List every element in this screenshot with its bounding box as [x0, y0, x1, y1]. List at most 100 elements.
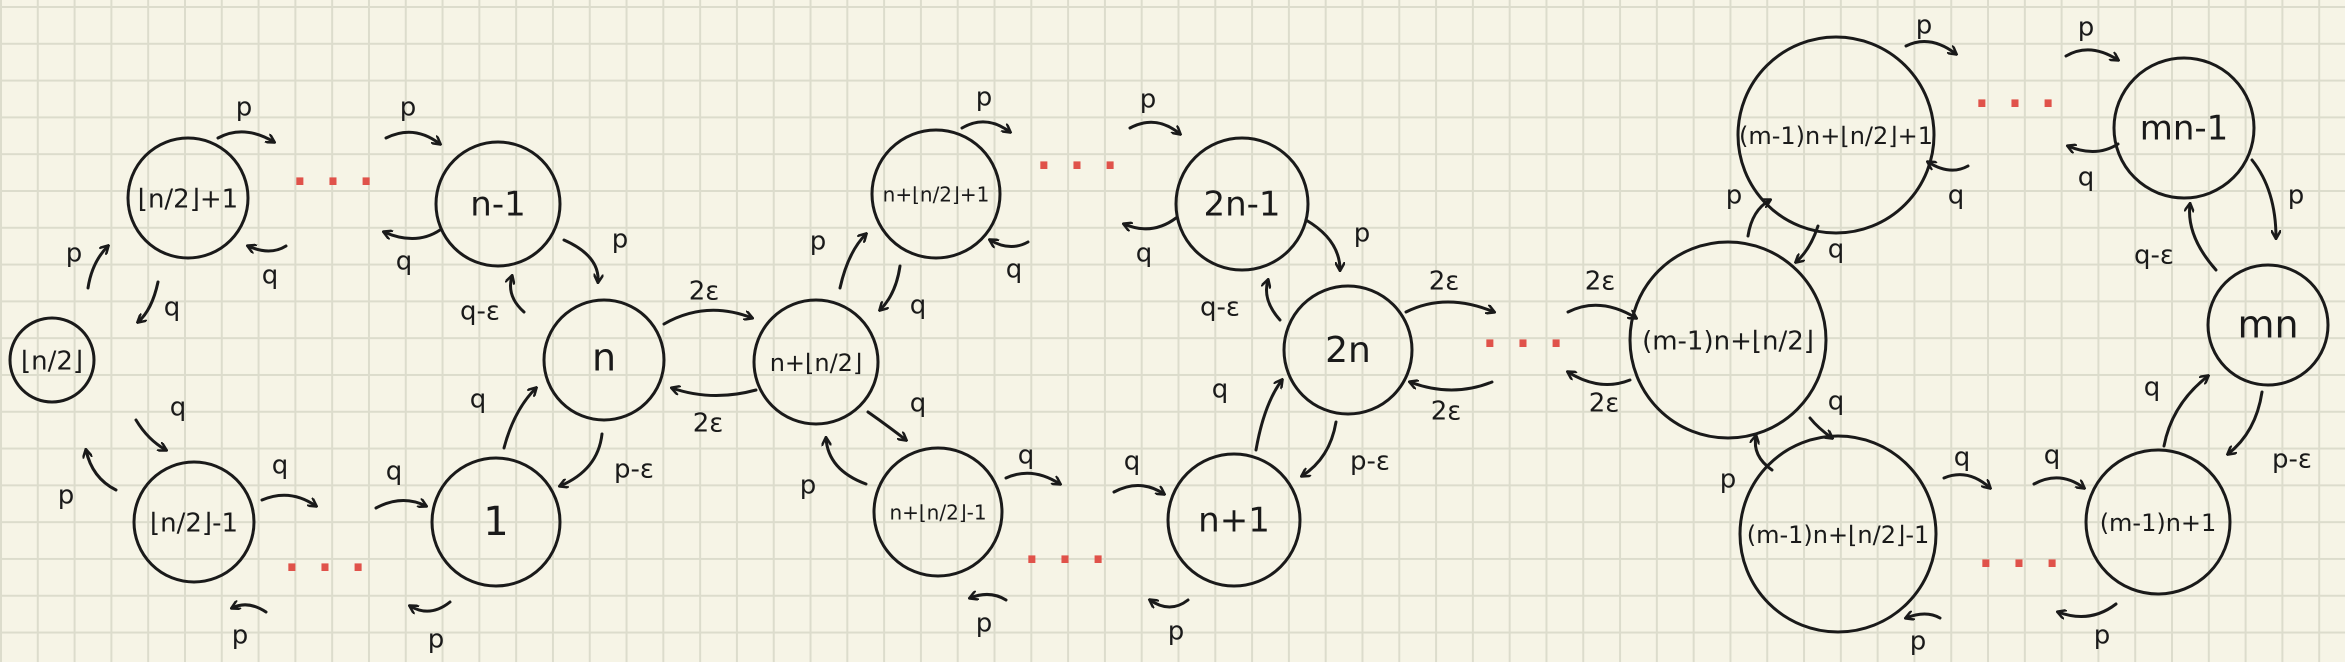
edge-label-2eps: 2ε [1585, 267, 1616, 297]
edge-label-2eps: 2ε [693, 409, 724, 439]
edge-n-to-n-minus-1 [511, 276, 526, 314]
svg-text:mn: mn [2237, 303, 2298, 347]
edge-p-into-2n-minus-1 [1128, 120, 1180, 134]
edge-m1plus1-p-out [1904, 40, 1956, 55]
edge-label-q-eps: q-ε [460, 297, 500, 327]
node-2n-minus-1: 2n-1 [1174, 136, 1310, 272]
edge-q-into-m1n-plus-1 [2032, 476, 2084, 488]
edge-label-q: q [910, 291, 927, 321]
edge-plus1-p-out [216, 130, 274, 142]
edge-label-p: p [976, 83, 993, 113]
edge-label-p: p [1910, 627, 1927, 657]
edge-label-q: q [1954, 443, 1971, 473]
edge-minus1-to-m1floor [1755, 436, 1774, 472]
edge-q-from-n-minus-1 [384, 228, 442, 240]
edge-minus1-p-in [232, 605, 268, 614]
edge-label-p: p [810, 227, 827, 257]
edge-label-p-eps: p-ε [614, 455, 654, 485]
svg-text:⌊n/2⌋-1: ⌊n/2⌋-1 [150, 509, 238, 539]
node-mn-minus-1: mn-1 [2112, 56, 2256, 200]
svg-text:⌊n/2⌋: ⌊n/2⌋ [21, 347, 83, 377]
svg-text:⌊n/2⌋+1: ⌊n/2⌋+1 [138, 185, 238, 215]
edge-label-2eps: 2ε [1431, 397, 1462, 427]
edge-p-from-n-plus-1 [1150, 600, 1190, 607]
edge-plus1-q-in [248, 246, 288, 251]
edge-label-2eps: 2ε [1429, 267, 1460, 297]
edge-minus1-to-floor [86, 450, 118, 492]
node-2n: 2n [1282, 284, 1414, 416]
svg-text:n+⌊n/2⌋: n+⌊n/2⌋ [770, 349, 863, 377]
svg-text:mn-1: mn-1 [2140, 109, 2229, 149]
edge-1-to-n [502, 388, 536, 450]
edge-label-p: p [1720, 465, 1737, 495]
node-n-minus-1: n-1 [434, 140, 562, 268]
svg-text:n-1: n-1 [470, 185, 525, 225]
node-1: 1 [430, 456, 562, 588]
edge-label-p: p [428, 625, 445, 655]
node-n-plus-floor-plus-1: n+⌊n/2⌋+1 [870, 128, 1002, 260]
node-n-plus-floor: n+⌊n/2⌋ [752, 298, 880, 426]
edge-label-q: q [396, 247, 413, 277]
edge-label-p: p [612, 225, 629, 255]
edge-label-q: q [2044, 441, 2061, 471]
edge-m1floor-to-plus1 [1746, 200, 1770, 238]
edge-p-from-m1n-plus-1 [2058, 602, 2118, 617]
edge-label-q: q [272, 451, 289, 481]
edge-n-minus-1-to-n [562, 238, 598, 282]
edge-mn-to-m1n-plus-1 [2228, 390, 2264, 454]
edge-mn-to-mn-minus-1 [2190, 204, 2218, 272]
node-m1n-plus-floor-minus-1: (m-1)n+⌊n/2⌋-1 [1738, 434, 1938, 634]
edge-minus1-to-floor2 [826, 438, 868, 486]
edge-m1minus1-p-in [1906, 614, 1942, 618]
edge-label-2eps: 2ε [689, 277, 720, 307]
ellipsis-dots: · · · [1482, 321, 1565, 367]
edge-label-q: q [1006, 255, 1023, 285]
edge-q-into-n-plus-1 [1112, 484, 1164, 494]
edge-m1-2eps-out [1568, 372, 1632, 386]
edge-label-q: q [1828, 387, 1845, 417]
edge-plus1-to-floor2 [880, 264, 902, 310]
edge-label-p: p [2094, 621, 2111, 651]
edge-label-p: p [2078, 13, 2095, 43]
edge-label-p: p [400, 93, 417, 123]
edge-plus1-p-out-2 [960, 120, 1010, 132]
edge-label-p: p [58, 481, 75, 511]
edge-m1floor-to-minus1 [1808, 416, 1832, 438]
edge-label-q: q [2078, 163, 2095, 193]
edge-label-q: q [1948, 181, 1965, 211]
edge-p-from-1 [410, 600, 452, 611]
edge-2n-2eps-out [1404, 300, 1494, 312]
edge-label-p: p [976, 609, 993, 639]
edge-n-to-n-plus-floor [662, 308, 752, 326]
edge-m1plus1-q-in [1928, 162, 1970, 172]
edge-floor-to-minus1 [134, 418, 166, 450]
edge-2n-2eps-in [1410, 382, 1494, 392]
svg-text:n+⌊n/2⌋+1: n+⌊n/2⌋+1 [883, 183, 990, 207]
edge-plus1-to-floor [138, 280, 160, 322]
svg-text:(m-1)n+⌊n/2⌋+1: (m-1)n+⌊n/2⌋+1 [1739, 122, 1933, 150]
svg-text:2n-1: 2n-1 [1203, 185, 1280, 225]
ellipsis-dots: · · · [1978, 541, 2061, 587]
ellipsis-dots: · · · [284, 545, 367, 591]
edge-label-q: q [164, 293, 181, 323]
edge-p-into-n-minus-1 [384, 130, 440, 144]
edge-label-2eps: 2ε [1589, 389, 1620, 419]
edge-label-p: p [800, 471, 817, 501]
edge-mn-minus-1-to-mn [2250, 158, 2276, 238]
edge-label-q: q [1212, 375, 1229, 405]
svg-text:1: 1 [483, 499, 508, 545]
edge-label-p: p [1726, 181, 1743, 211]
edge-label-p: p [1354, 219, 1371, 249]
edge-label-p: p [1140, 85, 1157, 115]
ellipsis-dots: · · · [292, 159, 375, 205]
edge-label-q-eps: q-ε [1200, 293, 1240, 323]
edge-label-q: q [1124, 447, 1141, 477]
edge-label-q: q [386, 457, 403, 487]
node-floor-n2-minus-1: ⌊n/2⌋-1 [132, 460, 256, 584]
edge-minus1-p-in-2 [970, 594, 1008, 602]
edge-label-q: q [1136, 239, 1153, 269]
svg-text:n+⌊n/2⌋-1: n+⌊n/2⌋-1 [889, 501, 986, 525]
edge-floor2-to-minus1 [866, 410, 906, 440]
edge-label-q: q [1018, 441, 1035, 471]
